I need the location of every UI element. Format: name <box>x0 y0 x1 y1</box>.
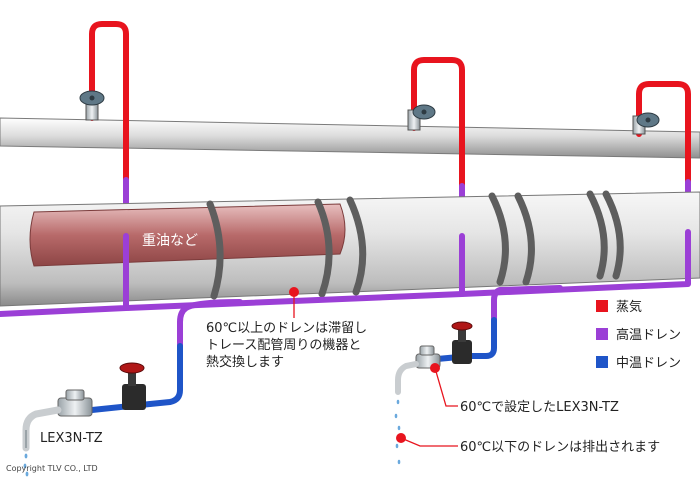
drain-drops-left <box>23 453 29 477</box>
callout-main-line-1: 60℃以上のドレンは滞留し <box>206 321 368 336</box>
handwheel-valve-1-icon <box>79 90 105 121</box>
oil-label: 重油など <box>142 233 198 249</box>
copyright: Copyright TLV CO., LTD <box>6 464 98 473</box>
gate-valve-right-icon <box>451 321 473 364</box>
callout-marker-main <box>289 287 299 318</box>
callout-marker-drain <box>396 433 458 447</box>
legend-item-mid-drain: 中温ドレン <box>596 352 681 371</box>
legend-swatch-steam <box>596 299 608 312</box>
handwheel-valve-3-icon <box>632 112 660 135</box>
drain-leg-right <box>423 285 563 363</box>
legend-item-hot-drain: 高温ドレン <box>596 324 681 343</box>
callout-drain-text: 60℃以下のドレンは排出されます <box>460 440 661 455</box>
callout-set-text: 60℃で設定したLEX3N-TZ <box>460 400 619 415</box>
lex3n-tz-right-icon <box>395 345 441 395</box>
drain-drops-right <box>394 399 401 465</box>
legend-swatch-mid-drain <box>596 355 608 368</box>
callout-main-line-2: トレース配管周りの機器と <box>206 338 362 353</box>
legend-label-mid-drain: 中温ドレン <box>616 356 682 371</box>
handwheel-valve-2-icon <box>407 104 436 131</box>
legend-swatch-hot-drain <box>596 327 608 340</box>
legend-item-steam: 蒸気 <box>596 296 642 315</box>
device-label: LEX3N-TZ <box>40 431 103 446</box>
legend-label-steam: 蒸気 <box>616 300 643 315</box>
gate-valve-left-icon <box>119 362 146 410</box>
callout-marker-trap <box>430 363 458 407</box>
lex3n-tz-left-icon <box>22 389 93 452</box>
legend-label-hot-drain: 高温ドレン <box>616 328 682 343</box>
steam-header-pipe <box>0 117 700 159</box>
oil-cutaway <box>29 203 346 267</box>
callout-main-line-3: 熱交換します <box>206 355 285 370</box>
trace-clamps <box>206 190 624 300</box>
callout-main-text: 60℃以上のドレンは滞留し トレース配管周りの機器と 熱交換します <box>206 320 367 371</box>
